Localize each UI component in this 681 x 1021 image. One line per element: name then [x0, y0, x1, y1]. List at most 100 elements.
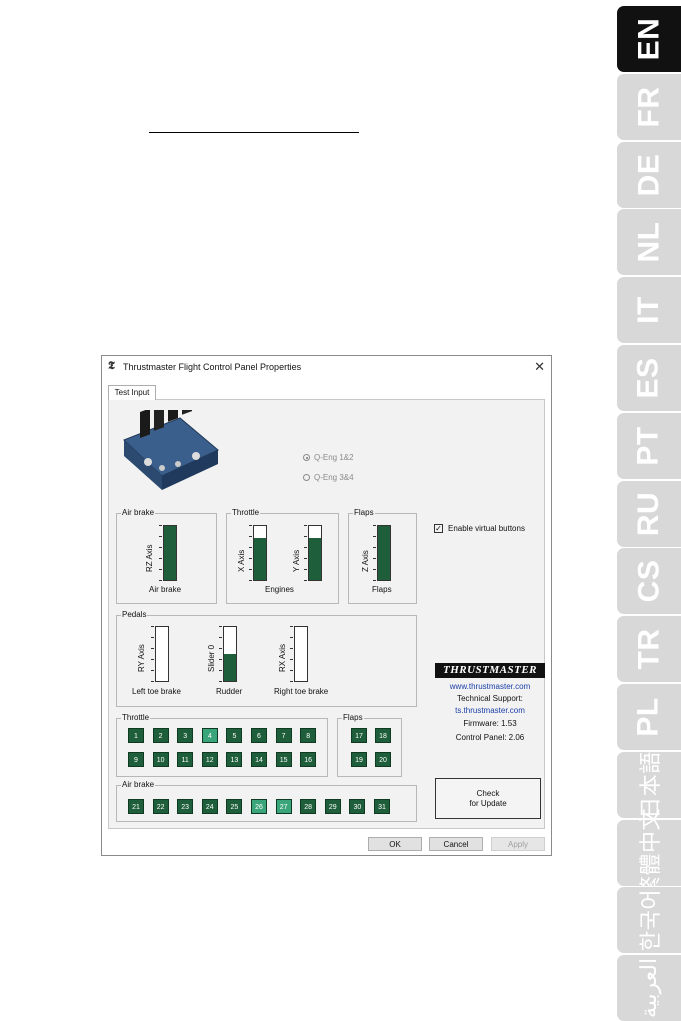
language-tab-label: EN	[632, 17, 665, 61]
tick-mark	[151, 637, 154, 638]
virtual-button-11: 11	[177, 752, 194, 767]
tick-mark	[373, 558, 376, 559]
tick-mark	[290, 637, 293, 638]
tick-mark	[373, 569, 376, 570]
ok-button[interactable]: OK	[368, 837, 422, 851]
axis-caption: Rudder	[216, 687, 243, 696]
axis-caption: Right toe brake	[274, 687, 329, 696]
tick-mark	[249, 547, 252, 548]
language-tab-3[interactable]: NL	[617, 209, 681, 276]
axis-label: Slider 0	[207, 644, 216, 672]
language-tab-label: IT	[631, 296, 665, 325]
group-label: Throttle	[231, 508, 261, 518]
language-tab-0[interactable]: EN	[617, 6, 681, 72]
check-for-update-button[interactable]: Check for Update	[435, 778, 541, 819]
virtual-button-30: 30	[349, 799, 366, 814]
language-tab-10[interactable]: PL	[617, 684, 681, 750]
throttle-x-axis-bar	[253, 525, 267, 581]
tick-mark	[290, 626, 293, 627]
tick-mark	[159, 569, 162, 570]
language-tab-5[interactable]: ES	[617, 345, 681, 411]
axis-caption: Left toe brake	[132, 687, 181, 696]
language-tab-7[interactable]: RU	[617, 480, 681, 547]
thrustmaster-logo-icon: 𝕿	[108, 360, 115, 372]
language-tab-14[interactable]: العربية	[617, 955, 681, 1021]
virtual-button-8: 8	[300, 728, 317, 743]
language-tab-label: FR	[632, 86, 665, 128]
radio-q-eng-3-4[interactable]: Q-Eng 3&4	[303, 473, 354, 482]
axis-label: Y Axis	[292, 549, 301, 572]
left-toe-brake-bar	[155, 626, 169, 682]
virtual-button-12: 12	[201, 752, 218, 767]
language-tab-4[interactable]: IT	[617, 277, 681, 344]
checkbox-box: ✓	[434, 524, 443, 533]
language-tab-8[interactable]: CS	[617, 548, 681, 615]
language-tab-label: PL	[632, 697, 665, 737]
virtual-button-10: 10	[152, 752, 169, 767]
virtual-button-19: 19	[351, 752, 367, 767]
thrustmaster-logo: THRUSTMASTER	[435, 663, 545, 678]
tick-mark	[290, 659, 293, 660]
support-link[interactable]: ts.thrustmaster.com	[455, 706, 525, 715]
group-label: Air brake	[121, 780, 156, 790]
virtual-button-24: 24	[201, 799, 218, 814]
cancel-button[interactable]: Cancel	[429, 837, 483, 851]
tick-mark	[219, 637, 222, 638]
tick-mark	[159, 547, 162, 548]
language-tab-11[interactable]: 日本語	[617, 751, 681, 819]
tab-test-input[interactable]: Test Input	[108, 385, 156, 400]
language-tab-2[interactable]: DE	[617, 141, 681, 208]
apply-button[interactable]: Apply	[491, 837, 545, 851]
close-icon[interactable]: ✕	[534, 359, 545, 374]
rudder-fill	[224, 654, 236, 681]
group-airbrake-axis: Air brake RZ Axis Air brake	[116, 508, 217, 604]
tick-mark	[290, 648, 293, 649]
heading-underline	[149, 132, 359, 133]
language-tab-13[interactable]: 한국어	[617, 887, 681, 954]
virtual-button-1: 1	[128, 728, 144, 743]
group-pedals: Pedals RY Axis Left toe brake Slider 0 R…	[116, 610, 417, 707]
virtual-button-15: 15	[275, 752, 292, 767]
axis-ticks	[151, 626, 154, 682]
virtual-button-13: 13	[226, 752, 243, 767]
title-bar: 𝕿 Thrustmaster Flight Control Panel Prop…	[102, 356, 551, 378]
language-tab-12[interactable]: 繁體中文	[617, 808, 681, 898]
virtual-button-4: 4	[201, 728, 218, 743]
virtual-button-5: 5	[226, 728, 243, 743]
throttle-x-axis-fill	[254, 537, 266, 580]
tick-mark	[304, 558, 307, 559]
tick-mark	[159, 525, 162, 526]
language-tab-6[interactable]: PT	[617, 412, 681, 479]
radio-label: Q-Eng 1&2	[314, 453, 354, 462]
axis-ticks	[159, 525, 162, 581]
flaps-axis-fill	[378, 526, 390, 580]
tick-mark	[249, 558, 252, 559]
tick-mark	[219, 626, 222, 627]
rudder-bar	[223, 626, 237, 682]
tick-mark	[151, 648, 154, 649]
tick-mark	[290, 670, 293, 671]
tick-mark	[219, 681, 222, 682]
control-panel-version: Control Panel: 2.06	[455, 733, 525, 742]
window-title: Thrustmaster Flight Control Panel Proper…	[123, 362, 302, 372]
axis-label: RY Axis	[137, 644, 146, 672]
axis-ticks	[304, 525, 307, 581]
button-label-line2: for Update	[469, 798, 507, 808]
group-label: Flaps	[342, 713, 364, 723]
virtual-button-28: 28	[300, 799, 317, 814]
group-label: Flaps	[353, 508, 375, 518]
website-link[interactable]: www.thrustmaster.com	[449, 682, 531, 691]
language-tab-9[interactable]: TR	[617, 616, 681, 683]
virtual-button-27: 27	[275, 799, 292, 814]
language-tab-label: NL	[632, 221, 665, 263]
axis-ticks	[249, 525, 252, 581]
radio-q-eng-1-2[interactable]: Q-Eng 1&2	[303, 453, 354, 462]
axis-ticks	[290, 626, 293, 682]
language-tab-1[interactable]: FR	[617, 73, 681, 140]
radio-label: Q-Eng 3&4	[314, 473, 354, 482]
checkbox-label: Enable virtual buttons	[448, 524, 525, 533]
enable-virtual-buttons-checkbox[interactable]: ✓ Enable virtual buttons	[434, 524, 525, 533]
throttle-y-axis-bar	[308, 525, 322, 581]
